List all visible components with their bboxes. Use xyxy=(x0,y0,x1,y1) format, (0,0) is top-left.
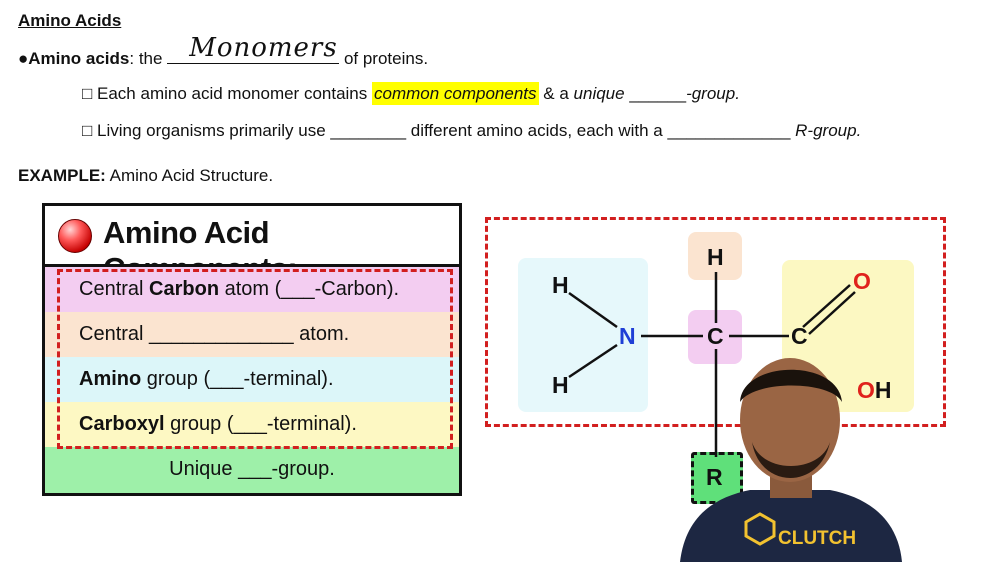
point-1-blank: ______ xyxy=(629,84,687,103)
row-text: Central _____________ atom. xyxy=(79,323,350,345)
row-text: atom (___-Carbon). xyxy=(219,278,400,300)
checkbox-icon: □ xyxy=(82,84,93,103)
handwritten-answer: Monomers xyxy=(189,33,338,63)
point-2-blank-a: ________ xyxy=(330,121,407,140)
atom-c-carboxyl: C xyxy=(791,323,808,349)
example-text: Amino Acid Structure. xyxy=(109,166,274,185)
atom-o: O xyxy=(853,268,871,294)
term-amino-acids: Amino acids xyxy=(28,49,130,68)
answer-blank: Monomers xyxy=(167,33,340,64)
atom-h-top: H xyxy=(707,244,724,270)
table-header: Amino Acid Components: xyxy=(45,206,459,286)
row-text: Unique ___-group. xyxy=(169,458,335,480)
table-row-amino-group: Amino group (___-terminal). xyxy=(45,357,459,402)
point-1-italic: unique xyxy=(573,84,625,103)
common-components-outline xyxy=(57,269,453,449)
table-row-central-carbon: Central Carbon atom (___-Carbon). xyxy=(45,267,459,312)
row-bold: Carboxyl xyxy=(79,413,165,435)
atom-c-alpha: C xyxy=(707,323,724,349)
shirt-logo: CLUTCH xyxy=(778,528,856,549)
example-line: EXAMPLE: Amino Acid Structure. xyxy=(18,166,273,186)
atom-oh: OH xyxy=(857,377,892,403)
row-text: group (___-terminal). xyxy=(164,413,357,435)
point-1-tail: -group. xyxy=(686,84,740,103)
table-row-r-group: Unique ___-group. xyxy=(45,447,459,493)
point-1: □ Each amino acid monomer contains commo… xyxy=(82,82,740,105)
point-1-text-a: Each amino acid monomer contains xyxy=(97,84,368,103)
row-text: group (___-terminal). xyxy=(141,368,334,390)
row-bold: Amino xyxy=(79,368,142,390)
point-2-tail: R-group. xyxy=(795,121,862,140)
table-row-carboxyl-group: Carboxyl group (___-terminal). xyxy=(45,402,459,447)
row-text: Central xyxy=(79,278,150,300)
point-2: □ Living organisms primarily use _______… xyxy=(82,121,861,141)
table-row-central-atom: Central _____________ atom. xyxy=(45,312,459,357)
presenter-video: CLUTCH xyxy=(680,358,902,562)
red-ball-icon xyxy=(58,219,92,253)
bullet: ● xyxy=(18,49,29,68)
definition-tail: of proteins. xyxy=(343,49,429,68)
definition-line: ●Amino acids: the Monomers of proteins. xyxy=(18,33,429,69)
atom-r: R xyxy=(706,464,723,490)
atom-n: N xyxy=(619,323,636,349)
atom-h-lower-left: H xyxy=(552,372,569,398)
checkbox-icon: □ xyxy=(82,121,93,140)
bond-lines xyxy=(568,272,856,457)
row-bold: Carbon xyxy=(149,278,220,300)
atom-h-upper-left: H xyxy=(552,272,569,298)
page-title: Amino Acids xyxy=(18,11,122,30)
point-2-text-b: different amino acids, each with a xyxy=(410,121,663,140)
point-2-text-a: Living organisms primarily use xyxy=(97,121,326,140)
point-2-blank-b: _____________ xyxy=(667,121,791,140)
definition-text: : the xyxy=(129,49,163,68)
amino-group-box xyxy=(518,258,648,412)
components-table: Amino Acid Components: Central Carbon at… xyxy=(42,203,462,496)
highlighted-text: common components xyxy=(372,82,539,105)
example-label: EXAMPLE: xyxy=(18,166,106,185)
point-1-text-b: & a xyxy=(543,84,569,103)
